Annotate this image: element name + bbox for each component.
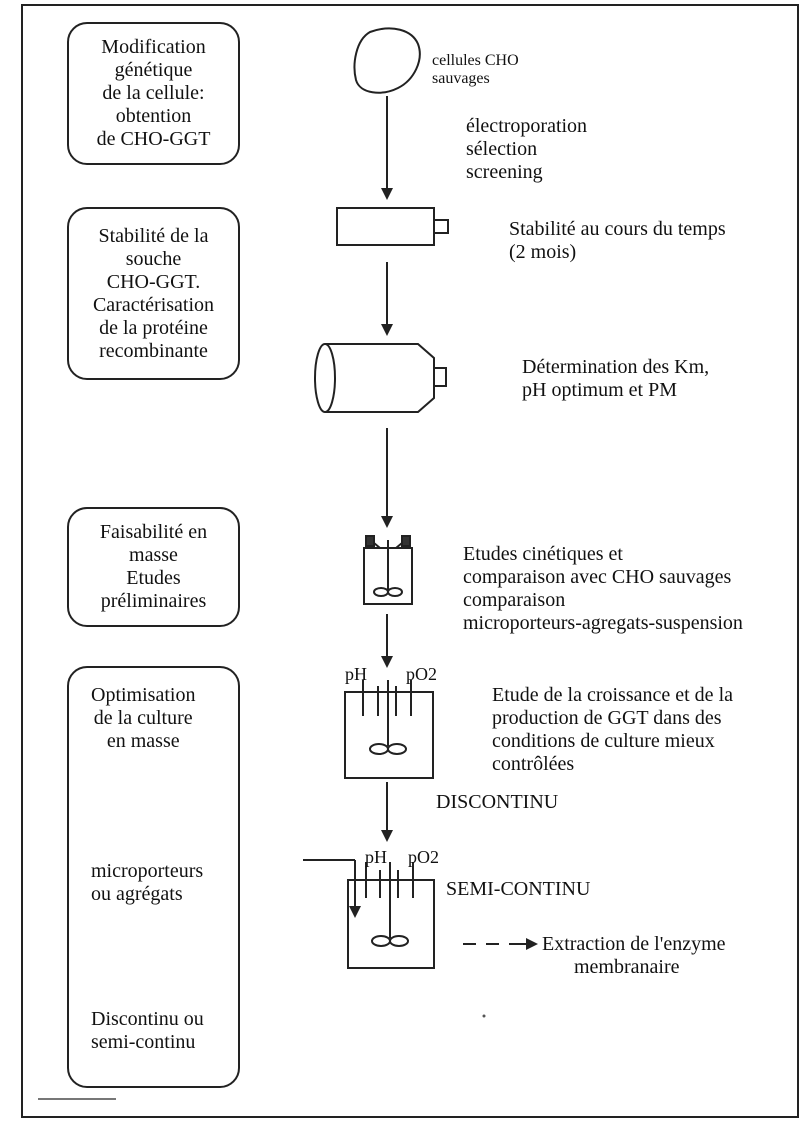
stage-4-mid-line: microporteurs <box>91 860 204 882</box>
stage-2-line: CHO-GGT. <box>106 270 201 293</box>
stage-strain-stability: Stabilité de la souche CHO-GGT. Caractér… <box>67 207 240 380</box>
label-discontinu: DISCONTINU <box>436 791 558 814</box>
note-line: conditions de culture mieux <box>492 730 715 752</box>
fedbatch-bioreactor-icon <box>303 859 435 969</box>
stage-1-line: de CHO-GGT <box>96 128 211 150</box>
po2-label-batch: pO2 <box>406 664 437 684</box>
stage-2-line: souche <box>125 247 182 270</box>
note-line: Etude de la croissance et de la <box>492 684 733 706</box>
note-line: pH optimum et PM <box>522 379 678 401</box>
ph-label-fedbatch: pH <box>365 847 387 867</box>
stage-2-line: Caractérisation <box>92 293 215 316</box>
stage-3-line: préliminaires <box>100 590 207 612</box>
stage-1-line: obtention <box>115 105 192 127</box>
note-kinetic-studies: Etudes cinétiques et comparaison avec CH… <box>463 543 743 635</box>
stage-4-line: de la culture <box>93 707 193 729</box>
note-stability: Stabilité au cours du temps (2 mois) <box>509 218 726 264</box>
stage-3-line: Faisabilité en <box>99 521 208 543</box>
label-semi-continu: SEMI-CONTINU <box>446 878 590 901</box>
semicontinu-text: SEMI-CONTINU <box>446 878 591 900</box>
note-line: membranaire <box>574 956 680 978</box>
stage-4-line: Optimisation <box>91 684 196 706</box>
note-line: sauvages <box>432 70 490 87</box>
note-line: production de GGT dans des <box>492 707 722 729</box>
note-line: contrôlées <box>492 753 575 775</box>
stage-1-line: génétique <box>114 59 193 81</box>
note-growth-study: Etude de la croissance et de la producti… <box>492 684 733 776</box>
note-line: comparaison <box>463 589 566 611</box>
stage-4-mid-line: ou agrégats <box>91 883 183 905</box>
diagram-frame <box>21 4 799 1118</box>
t-flask-icon <box>336 207 435 246</box>
note-line: Etudes cinétiques et <box>463 543 623 565</box>
note-line: Stabilité au cours du temps <box>509 218 726 240</box>
note-line: (2 mois) <box>509 241 577 263</box>
discontinu-text: DISCONTINU <box>436 791 559 813</box>
footer-rule <box>38 1098 116 1100</box>
note-line: screening <box>466 161 543 183</box>
note-line: comparaison avec CHO sauvages <box>463 566 732 588</box>
po2-label-fedbatch: pO2 <box>408 847 439 867</box>
note-km-determination: Détermination des Km, pH optimum et PM <box>522 356 709 402</box>
note-wild-cells: cellules CHO sauvages <box>432 52 519 88</box>
stage-4-bottom-line: Discontinu ou <box>91 1008 204 1030</box>
note-line: Détermination des Km, <box>522 356 710 378</box>
stage-3-line: masse <box>129 544 178 566</box>
note-line: microporteurs-agregats-suspension <box>463 612 743 634</box>
note-line: électroporation <box>466 115 588 137</box>
stage-4-bottom-line: semi-continu <box>91 1031 196 1053</box>
note-extraction: Extraction de l'enzyme membranaire <box>542 933 726 979</box>
note-line: Extraction de l'enzyme <box>542 933 726 955</box>
stage-3-line: Etudes <box>126 567 181 589</box>
stage-4-line: en masse <box>106 730 180 752</box>
note-electroporation: électroporation sélection screening <box>466 115 587 184</box>
stage-mass-feasibility: Faisabilité en masse Etudes préliminaire… <box>67 507 240 627</box>
stage-2-line: Stabilité de la <box>98 224 209 247</box>
note-line: sélection <box>466 138 538 160</box>
batch-bioreactor-icon <box>344 680 434 779</box>
stage-2-line: de la protéine <box>99 316 208 339</box>
stage-1-line: Modification <box>101 36 206 58</box>
roller-bottle-icon <box>314 343 447 413</box>
stage-genetic-modification: Modification génétique de la cellule: ob… <box>67 22 240 165</box>
stage-culture-optimisation: Optimisation de la culture en masse micr… <box>67 666 240 1088</box>
stage-2-line: recombinante <box>99 339 208 362</box>
cho-cell-icon <box>353 27 421 94</box>
ph-label-batch: pH <box>345 664 367 684</box>
note-line: cellules CHO <box>432 52 519 69</box>
stage-1-line: de la cellule: <box>102 82 205 104</box>
spinner-flask-icon <box>363 535 413 605</box>
